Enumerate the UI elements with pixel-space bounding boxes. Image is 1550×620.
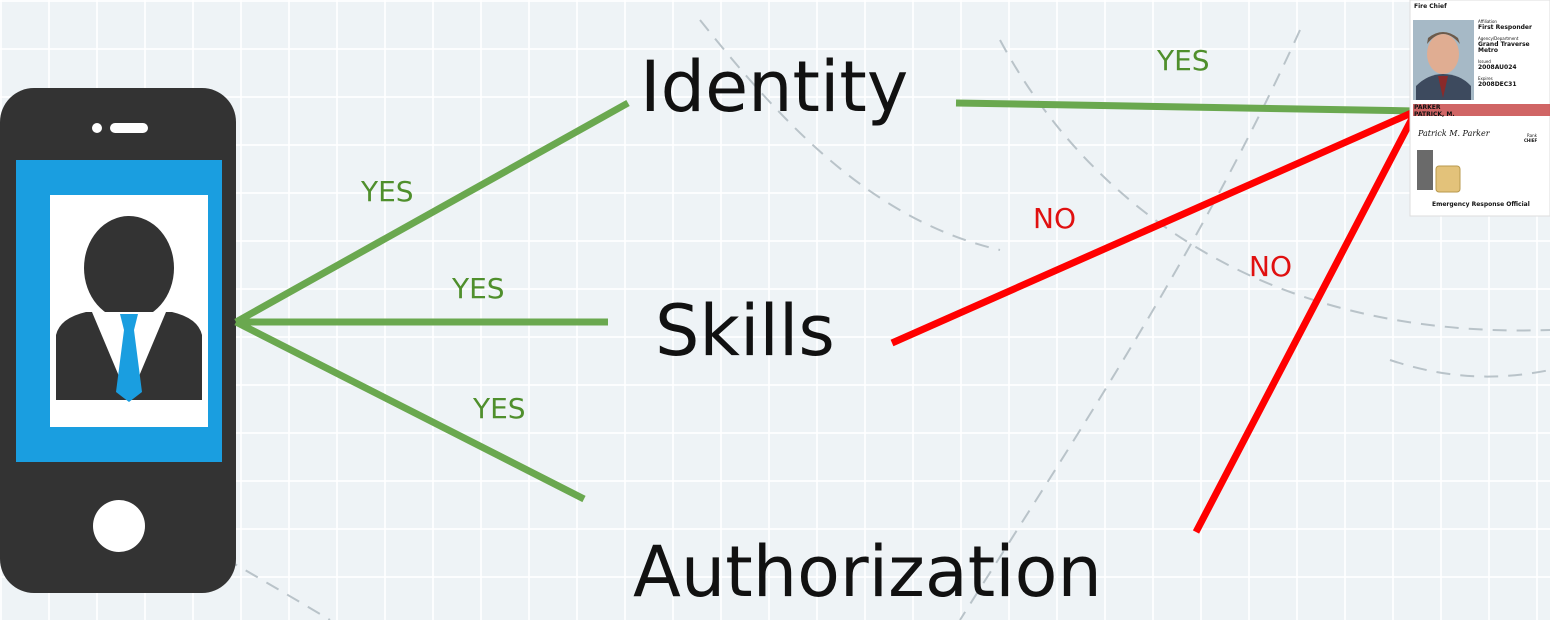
id-card-rank: CHIEF (1524, 138, 1538, 143)
id-card-affiliation-label: Affiliation (1478, 19, 1497, 24)
bg-arc-3 (699, 19, 1001, 251)
id-chip (1435, 165, 1461, 193)
edge-card-authorization (1192, 109, 1420, 534)
phone-edges (234, 99, 630, 503)
id-card-footer: Emergency Response Official (1432, 201, 1530, 208)
id-barcode (1417, 150, 1433, 190)
node-authorization: Authorization (633, 531, 1102, 613)
id-card-issued: 2008AU024 (1478, 64, 1517, 71)
id-card-signature: Patrick M. Parker (1418, 129, 1490, 138)
id-card-role: Fire Chief (1414, 3, 1447, 10)
edge-card-identity (955, 99, 1417, 115)
id-card-agency: Grand Traverse Metro (1478, 41, 1530, 55)
label-card-skills: NO (1033, 202, 1076, 235)
id-card-rank-label: Rank (1527, 133, 1537, 138)
user-avatar-icon (56, 216, 202, 402)
id-card-surname: PARKER (1414, 104, 1441, 111)
id-photo-face (1427, 34, 1459, 74)
label-card-authorization: NO (1249, 250, 1292, 283)
id-card-expires-label: Expires (1478, 76, 1493, 81)
id-name-band (1413, 104, 1550, 116)
bg-arc-5 (1389, 359, 1550, 378)
id-card-expires: 2008DEC31 (1478, 81, 1517, 88)
bg-arc-2 (959, 29, 1301, 620)
label-phone-skills: YES (452, 272, 505, 305)
label-phone-identity: YES (361, 175, 414, 208)
edge-phone-authorization (234, 318, 586, 503)
id-card-affiliation: First Responder (1478, 24, 1532, 31)
node-identity: Identity (640, 46, 909, 128)
phone-speaker (110, 123, 148, 133)
node-skills: Skills (655, 290, 835, 372)
phone-home-button (93, 500, 145, 552)
edge-card-skills (890, 107, 1418, 347)
id-card-issued-label: Issued (1478, 59, 1491, 64)
id-card (1409, 0, 1550, 217)
id-card-agency-label: Agency/Department (1478, 36, 1519, 41)
id-card-given-name: PATRICK, M. (1414, 111, 1455, 118)
edge-phone-identity (234, 99, 630, 326)
label-card-identity: YES (1157, 44, 1210, 77)
smartphone-icon (0, 88, 236, 593)
phone-camera (92, 123, 102, 133)
label-phone-authorization: YES (473, 392, 526, 425)
